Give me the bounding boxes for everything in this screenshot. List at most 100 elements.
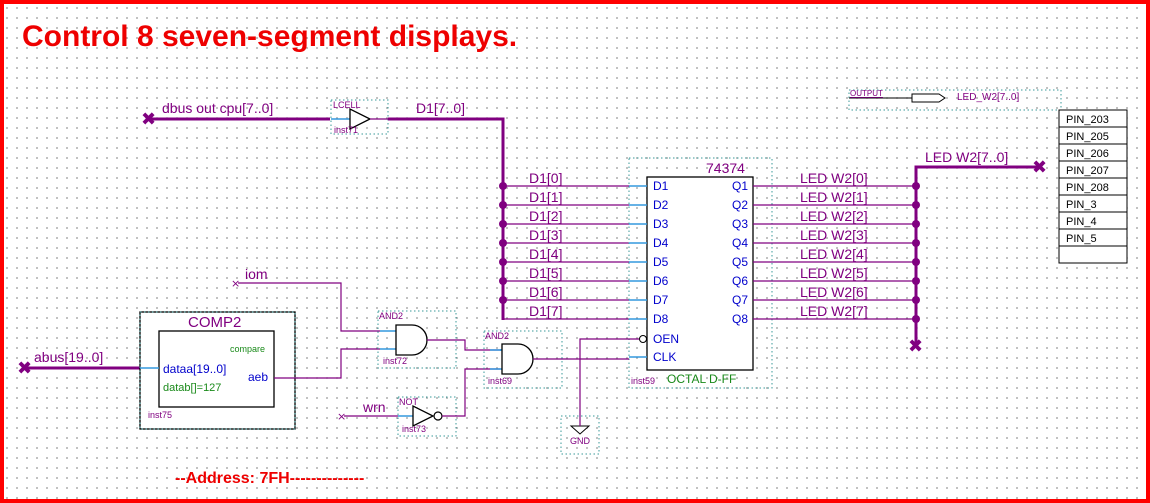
- d1-bit-label: D1[5]: [529, 265, 562, 281]
- gnd-symbol: GND: [560, 338, 639, 455]
- d1-bus-wire: [388, 117, 505, 320]
- d1-bus-label: D1[7..0]: [416, 100, 465, 116]
- lcell-inst-label: inst71: [334, 125, 358, 135]
- not-type-label: NOT: [399, 397, 419, 407]
- dff-d-pin-label: D6: [653, 274, 669, 288]
- comp2-dataa-label: dataa[19..0]: [163, 362, 226, 376]
- abus-x-marker-icon: ✖: [17, 358, 32, 379]
- junction-dot: [499, 239, 507, 247]
- led-bit-wires: LED W2[0] LED W2[1] LED W2[2] LED W2[3] LED …: [753, 170, 920, 323]
- lcell-bounding-box: [330, 99, 389, 135]
- junction-dot: [499, 182, 507, 190]
- d1-bit-label: D1[2]: [529, 208, 562, 224]
- led-bus-x-marker-icon: ✖: [1032, 157, 1047, 178]
- comp2-aeb-label: aeb: [248, 370, 268, 384]
- not-gate-inst73[interactable]: NOT inst73: [397, 368, 500, 437]
- output-port-arrow-icon: [911, 93, 946, 103]
- pin-list-item: PIN_203: [1066, 114, 1109, 126]
- led-bit-label: LED W2[1]: [800, 189, 868, 205]
- led-bit-label: LED W2[0]: [800, 170, 868, 186]
- comp2-bounding-box: [139, 311, 296, 430]
- output-port-name: LED_W2[7..0]: [957, 92, 1019, 103]
- not-inversion-bubble-icon: [433, 411, 443, 421]
- lcell-type-label: LCELL: [333, 100, 361, 110]
- and2-type-label: AND2: [485, 331, 509, 341]
- pin-list-item: PIN_208: [1066, 182, 1109, 194]
- d1-bit-label: D1[3]: [529, 227, 562, 243]
- d1-bus: D1[7..0]: [388, 100, 505, 320]
- dff-d-pin-label: D2: [653, 198, 669, 212]
- lcell-buffer[interactable]: LCELL inst71: [330, 99, 389, 135]
- iom-x-marker-icon: ×: [231, 277, 240, 290]
- and-gate-inst69[interactable]: AND2 inst69: [483, 330, 629, 389]
- abus-label: abus[19..0]: [34, 349, 103, 365]
- junction-dot: [499, 296, 507, 304]
- dff-body: [646, 176, 754, 371]
- comparator-comp2[interactable]: ✖ abus[19..0] COMP2 compare dataa[19..0]…: [17, 311, 296, 430]
- and-gate-inst72[interactable]: AND2 inst72: [377, 310, 500, 369]
- junction-dot: [499, 258, 507, 266]
- junction-dot: [499, 201, 507, 209]
- dff-q-pin-label: Q5: [732, 255, 748, 269]
- wrn-label: wrn: [362, 399, 386, 415]
- and1-type-label: AND2: [379, 311, 403, 321]
- dff-q-pin-label: Q4: [732, 236, 748, 250]
- dff-q-pin-label: Q6: [732, 274, 748, 288]
- dff-d-pin-label: D1: [653, 179, 669, 193]
- iom-input[interactable]: × iom: [231, 266, 380, 332]
- ground-icon: [569, 425, 591, 435]
- and-gate-icon: [395, 324, 428, 356]
- output-port-type: OUTPUT: [850, 89, 883, 98]
- led-bus-wire: [914, 165, 1040, 344]
- comp2-inst-label: inst75: [148, 410, 172, 420]
- not-inst-label: inst73: [402, 424, 426, 434]
- junction-dot: [499, 220, 507, 228]
- pin-list-item: PIN_205: [1066, 131, 1109, 143]
- pin-list-item: PIN_206: [1066, 148, 1109, 160]
- wrn-input[interactable]: × wrn: [337, 399, 398, 423]
- led-bit-label: LED W2[3]: [800, 227, 868, 243]
- led-bit-label: LED W2[2]: [800, 208, 868, 224]
- dff-d-pin-label: D3: [653, 217, 669, 231]
- led-bit-label: LED W2[4]: [800, 246, 868, 262]
- dff-d-pin-label: D5: [653, 255, 669, 269]
- led-bit-label: LED W2[7]: [800, 303, 868, 319]
- not-gate-icon: [412, 404, 435, 428]
- oen-wire: [579, 338, 639, 416]
- dbus-input[interactable]: ✖ dbus out cpu[7..0]: [141, 100, 330, 130]
- d1-bit-label: D1[6]: [529, 284, 562, 300]
- led-bus: LED W2[7..0] ✖ ✖: [908, 149, 1047, 357]
- dff-desc-label: OCTAL D-FF: [667, 372, 736, 386]
- dff-q-pin-label: Q8: [732, 312, 748, 326]
- junction-dot: [499, 277, 507, 285]
- oen-inversion-bubble-icon: [639, 335, 647, 343]
- dff-d-pin-label: D8: [653, 312, 669, 326]
- dff-q-pin-label: Q3: [732, 217, 748, 231]
- dff-d-pin-label: D4: [653, 236, 669, 250]
- output-port-led-w2[interactable]: OUTPUT LED_W2[7..0]: [848, 89, 1062, 111]
- and2-bounding-box: [483, 330, 563, 389]
- input-x-marker-icon: ✖: [141, 109, 156, 130]
- pin-list-cell: [1058, 245, 1128, 264]
- dff-part-name: 74374: [706, 160, 745, 176]
- d1-bit-label: D1[1]: [529, 189, 562, 205]
- dff-q-pin-label: Q7: [732, 293, 748, 307]
- and1-inst-label: inst72: [383, 356, 407, 366]
- led-bit-label: LED W2[5]: [800, 265, 868, 281]
- iom-label: iom: [245, 266, 268, 282]
- d1-bit-wires: D1[0]D1[1]D1[2]D1[3]D1[4]D1[5]D1[6]D1[7]: [499, 170, 629, 320]
- pin-list-item: PIN_4: [1066, 216, 1097, 228]
- comp2-inner-box: [158, 330, 275, 408]
- schematic-title: Control 8 seven-segment displays.: [22, 20, 517, 53]
- dbus-label: dbus out cpu[7..0]: [162, 100, 273, 116]
- d1-bit-label: D1[7]: [529, 303, 562, 319]
- led-bit-label: LED W2[6]: [800, 284, 868, 300]
- iom-wire: [238, 282, 380, 332]
- and1-output-wire: [427, 339, 500, 351]
- pin-list-item: PIN_5: [1066, 233, 1097, 245]
- not-output-wire: [442, 368, 500, 417]
- led-bus-end-x-marker-icon: ✖: [908, 336, 923, 357]
